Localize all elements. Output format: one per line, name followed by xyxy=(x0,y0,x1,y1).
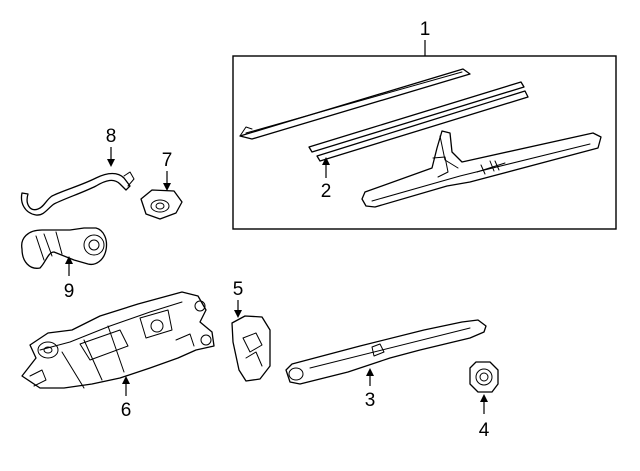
callout-6: 6 xyxy=(121,376,132,421)
callout-3-label: 3 xyxy=(365,390,376,411)
callout-5-label: 5 xyxy=(233,279,244,300)
washer-hose xyxy=(20,171,135,216)
callout-9-label: 9 xyxy=(64,281,75,302)
hose-connector xyxy=(21,227,108,269)
callout-8: 8 xyxy=(106,126,117,167)
wiper-motor xyxy=(21,291,215,389)
wiper-arm xyxy=(285,319,487,385)
callout-8-label: 8 xyxy=(106,126,117,147)
callout-6-label: 6 xyxy=(121,400,132,421)
callout-1-label: 1 xyxy=(420,19,431,40)
grommet xyxy=(140,189,183,220)
callout-9: 9 xyxy=(64,256,75,302)
callout-2-label: 2 xyxy=(321,181,332,202)
callout-5: 5 xyxy=(233,279,244,318)
callout-4-label: 4 xyxy=(479,420,490,441)
callout-4: 4 xyxy=(479,394,490,441)
arm-cover xyxy=(231,315,271,382)
callout-1: 1 xyxy=(420,19,431,56)
wiper-rubber-strip xyxy=(239,68,471,140)
callout-7-label: 7 xyxy=(162,150,173,171)
callout-2: 2 xyxy=(321,157,332,202)
wiper-blade xyxy=(361,130,602,208)
callout-3: 3 xyxy=(365,368,376,411)
arm-nut xyxy=(469,361,499,393)
callout-7: 7 xyxy=(162,150,173,191)
blade-refill xyxy=(308,81,529,162)
